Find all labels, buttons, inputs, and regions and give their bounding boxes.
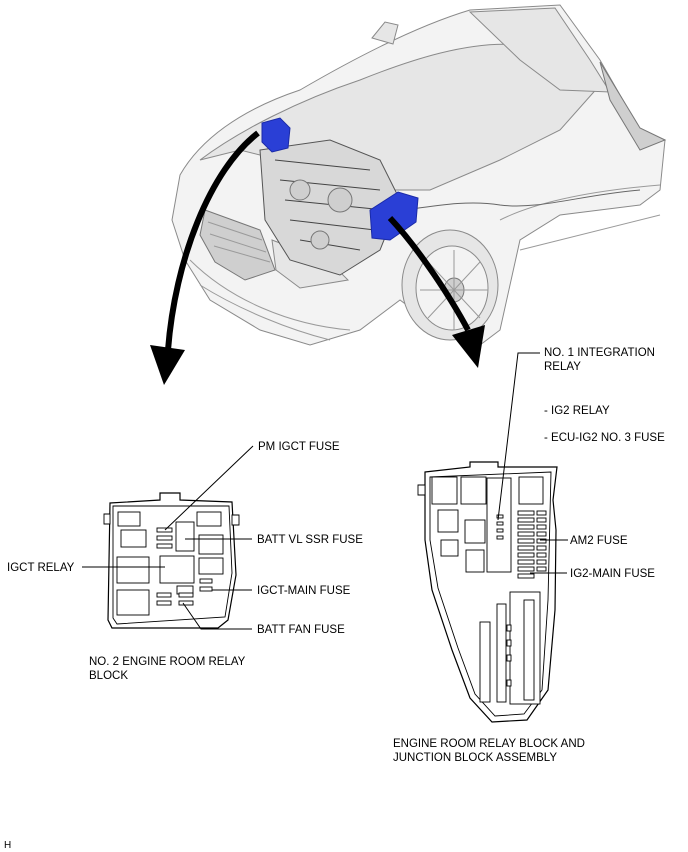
callout-labels: PM IGCT FUSE BATT VL SSR FUSE IGCT RELAY… <box>4 347 665 851</box>
engine-block <box>259 139 401 276</box>
caption-junction-block-line2: JUNCTION BLOCK ASSEMBLY <box>393 752 557 764</box>
engine-room-junction-block <box>417 461 558 723</box>
corner-mark: H <box>4 840 11 851</box>
label-batt-vl-ssr-fuse: BATT VL SSR FUSE <box>257 534 363 546</box>
no2-engine-room-relay-block <box>103 492 240 629</box>
car-side-window <box>599 61 667 151</box>
label-ig2-relay: - IG2 RELAY <box>544 405 610 417</box>
car-mirror <box>371 21 399 45</box>
junction-leader-lines <box>497 352 568 574</box>
junction-block-highlight <box>369 191 419 241</box>
car-grille <box>199 209 276 281</box>
caption-no2-block-line1: NO. 2 ENGINE ROOM RELAY <box>89 656 246 668</box>
caption-junction-block-line1: ENGINE ROOM RELAY BLOCK AND <box>393 738 585 750</box>
label-am2-fuse: AM2 FUSE <box>570 535 628 547</box>
caption-no2-block-line2: BLOCK <box>89 670 128 682</box>
label-pm-igct-fuse: PM IGCT FUSE <box>258 441 340 453</box>
label-batt-fan-fuse: BATT FAN FUSE <box>257 624 345 636</box>
fuse-stack <box>517 510 547 579</box>
no2-relay-block-highlight <box>261 117 291 153</box>
label-igct-relay: IGCT RELAY <box>7 562 75 574</box>
label-no1-integration-relay-line1: NO. 1 INTEGRATION <box>544 347 655 359</box>
label-ecu-ig2-no3-fuse: - ECU-IG2 NO. 3 FUSE <box>544 432 665 444</box>
left-pointer-arrow <box>150 130 260 385</box>
right-pointer-arrow <box>387 215 485 368</box>
label-ig2-main-fuse: IG2-MAIN FUSE <box>570 568 655 580</box>
label-igct-main-fuse: IGCT-MAIN FUSE <box>257 585 351 597</box>
car-illustration <box>171 4 667 346</box>
label-no1-integration-relay-line2: RELAY <box>544 361 581 373</box>
no2-leader-lines <box>82 445 254 630</box>
